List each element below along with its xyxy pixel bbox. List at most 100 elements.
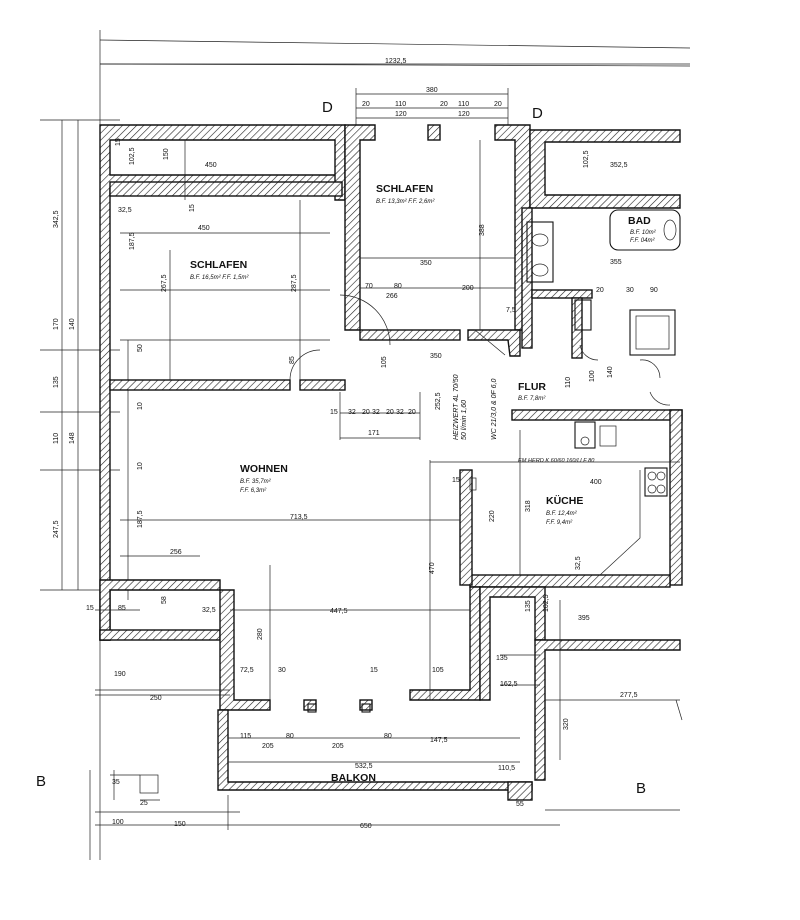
bathroom-fixtures [526, 209, 681, 356]
svg-text:100: 100 [112, 819, 124, 826]
room-area-kueche-1: B.F. 12,4m² [546, 511, 578, 517]
svg-text:85: 85 [289, 356, 296, 364]
room-dimensions: 450 450 102,5 150 15 15 32,5 187,5 267,5… [115, 138, 658, 486]
svg-text:277,5: 277,5 [620, 692, 638, 699]
svg-text:15: 15 [452, 477, 460, 484]
svg-text:110,5: 110,5 [498, 765, 515, 772]
svg-text:388: 388 [479, 224, 486, 236]
svg-text:400: 400 [590, 479, 602, 486]
dim-v-148: 148 [69, 432, 76, 444]
svg-text:266: 266 [386, 293, 398, 300]
svg-text:90: 90 [650, 287, 658, 294]
svg-text:15: 15 [115, 138, 122, 146]
dim-v-187-5: 187,5 [137, 510, 144, 528]
dim-v-110: 110 [53, 433, 60, 444]
svg-text:110: 110 [565, 377, 572, 388]
svg-text:20: 20 [362, 409, 370, 416]
dim-v-247-5: 247,5 [53, 520, 60, 538]
svg-text:190: 190 [114, 671, 126, 678]
svg-text:20: 20 [386, 409, 394, 416]
section-mark-d-left: D [322, 99, 333, 116]
svg-text:256: 256 [170, 549, 182, 556]
svg-text:162,5: 162,5 [500, 681, 518, 688]
section-markers [89, 699, 683, 860]
svg-text:267,5: 267,5 [161, 274, 168, 292]
svg-text:115: 115 [240, 733, 251, 740]
room-name-balkon: BALKON [331, 772, 376, 784]
svg-text:532,5: 532,5 [355, 763, 373, 770]
svg-text:80: 80 [286, 733, 294, 740]
dim-20a: 20 [362, 101, 370, 108]
svg-text:30: 30 [278, 667, 286, 674]
svg-text:450: 450 [198, 225, 210, 232]
room-bad: BAD B.F. 10m² F.F. 04m² [628, 215, 657, 244]
svg-text:25: 25 [140, 800, 148, 807]
svg-text:135: 135 [525, 600, 532, 612]
room-name-schlafen-upper: SCHLAFEN [376, 183, 433, 195]
dim-v-170: 170 [53, 318, 60, 330]
svg-text:318: 318 [525, 500, 532, 512]
annotation-wc: WC 21/3,0 & 0F 6,0 [491, 379, 498, 440]
svg-text:450: 450 [205, 162, 217, 169]
svg-text:105: 105 [432, 667, 444, 674]
svg-text:32: 32 [372, 409, 380, 416]
dim-v-135: 135 [53, 376, 60, 388]
svg-text:80: 80 [384, 733, 392, 740]
dim-110b: 110 [458, 101, 469, 108]
room-kueche: KÜCHE B.F. 12,4m² F.F. 9,4m² [546, 494, 583, 526]
svg-text:252,5: 252,5 [435, 392, 442, 410]
dim-20b: 20 [440, 101, 448, 108]
room-area-schlafen-upper: B.F. 13,3m² F.F. 2,6m² [376, 199, 435, 205]
annotation-heizung: HEIZWERT 4L 70/50 [453, 374, 460, 440]
dim-v-140: 140 [69, 318, 76, 330]
svg-text:287,5: 287,5 [291, 274, 298, 292]
svg-text:102,5: 102,5 [543, 594, 550, 612]
svg-text:135: 135 [496, 655, 508, 662]
svg-text:20: 20 [596, 287, 604, 294]
section-mark-b-right: B [636, 780, 646, 797]
top-dimension-lines: 1232,5 380 20 110 120 20 110 120 20 [99, 30, 691, 860]
svg-text:447,5: 447,5 [330, 608, 348, 615]
svg-text:32,5: 32,5 [575, 556, 582, 570]
annotation-em-herd: EM HERD K 60/60 160/LI F 80 [518, 458, 595, 464]
svg-text:80: 80 [394, 283, 402, 290]
room-area-kueche-2: F.F. 9,4m² [546, 520, 573, 526]
svg-text:102,5: 102,5 [129, 147, 136, 165]
dim-120a: 120 [395, 111, 407, 118]
dim-380: 380 [426, 87, 438, 94]
svg-text:470: 470 [429, 562, 436, 574]
svg-text:220: 220 [489, 510, 496, 522]
room-schlafen-upper: SCHLAFEN B.F. 13,3m² F.F. 2,6m² [376, 183, 435, 205]
dim-120b: 120 [458, 111, 470, 118]
room-area-bad-1: B.F. 10m² [630, 230, 657, 236]
room-flur: FLUR B.F. 7,8m² [518, 381, 546, 402]
svg-text:35: 35 [112, 779, 120, 786]
dim-v-342-5: 342,5 [53, 210, 60, 228]
svg-text:32,5: 32,5 [202, 607, 216, 614]
svg-text:650: 650 [360, 823, 372, 830]
svg-text:187,5: 187,5 [129, 232, 136, 250]
kitchen-fixtures [469, 421, 668, 576]
svg-text:32: 32 [348, 409, 356, 416]
dim-110a: 110 [395, 101, 406, 108]
svg-text:85: 85 [118, 605, 126, 612]
svg-text:250: 250 [150, 695, 162, 702]
svg-text:205: 205 [332, 743, 344, 750]
svg-text:280: 280 [257, 628, 264, 640]
room-area-bad-2: F.F. 04m² [630, 238, 655, 244]
lower-dimensions: 713,5 256 447,5 470 220 318 32,5 395 102… [86, 500, 638, 830]
dim-v-10b: 10 [137, 462, 144, 470]
dim-overall-width: 1232,5 [385, 58, 407, 65]
svg-text:30: 30 [626, 287, 634, 294]
svg-text:32,5: 32,5 [118, 207, 132, 214]
svg-text:102,5: 102,5 [583, 150, 590, 168]
svg-text:147,5: 147,5 [430, 737, 448, 744]
svg-text:713,5: 713,5 [290, 514, 308, 521]
svg-text:350: 350 [430, 353, 442, 360]
svg-text:350: 350 [420, 260, 432, 267]
svg-text:15: 15 [370, 667, 378, 674]
svg-text:200: 200 [462, 285, 474, 292]
walls [99, 124, 683, 801]
svg-text:150: 150 [174, 821, 186, 828]
